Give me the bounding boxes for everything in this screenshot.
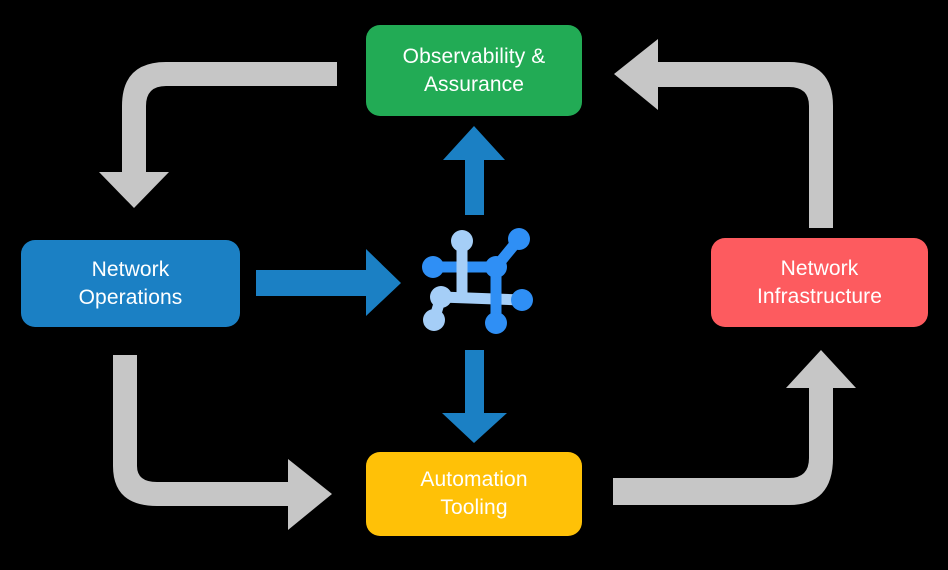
network-topology-icon bbox=[422, 228, 533, 334]
connector-operations-to-automation bbox=[113, 355, 332, 530]
connector-center-to-automation bbox=[442, 350, 507, 443]
network-icon-nodes bbox=[422, 228, 533, 334]
node-network-operations-label: Network Operations bbox=[78, 257, 183, 309]
node-automation-tooling-label: Automation Tooling bbox=[420, 468, 528, 519]
node-automation-tooling[interactable]: Automation Tooling bbox=[366, 452, 582, 536]
node-network-operations[interactable]: Network Operations bbox=[21, 240, 240, 327]
connector-center-to-observability bbox=[443, 126, 505, 215]
connector-operations-to-center bbox=[256, 249, 401, 316]
node-network-infrastructure[interactable]: Network Infrastructure bbox=[711, 238, 928, 327]
connector-infrastructure-to-observability bbox=[614, 39, 833, 228]
node-network-infrastructure-label: Network Infrastructure bbox=[756, 256, 883, 308]
node-observability-assurance[interactable]: Observability & Assurance bbox=[366, 25, 582, 116]
node-observability-label: Observability & Assurance bbox=[402, 44, 546, 96]
connector-automation-to-infrastructure bbox=[613, 350, 856, 505]
network-icon-edges bbox=[427, 233, 528, 329]
connector-observability-to-operations bbox=[99, 62, 337, 208]
